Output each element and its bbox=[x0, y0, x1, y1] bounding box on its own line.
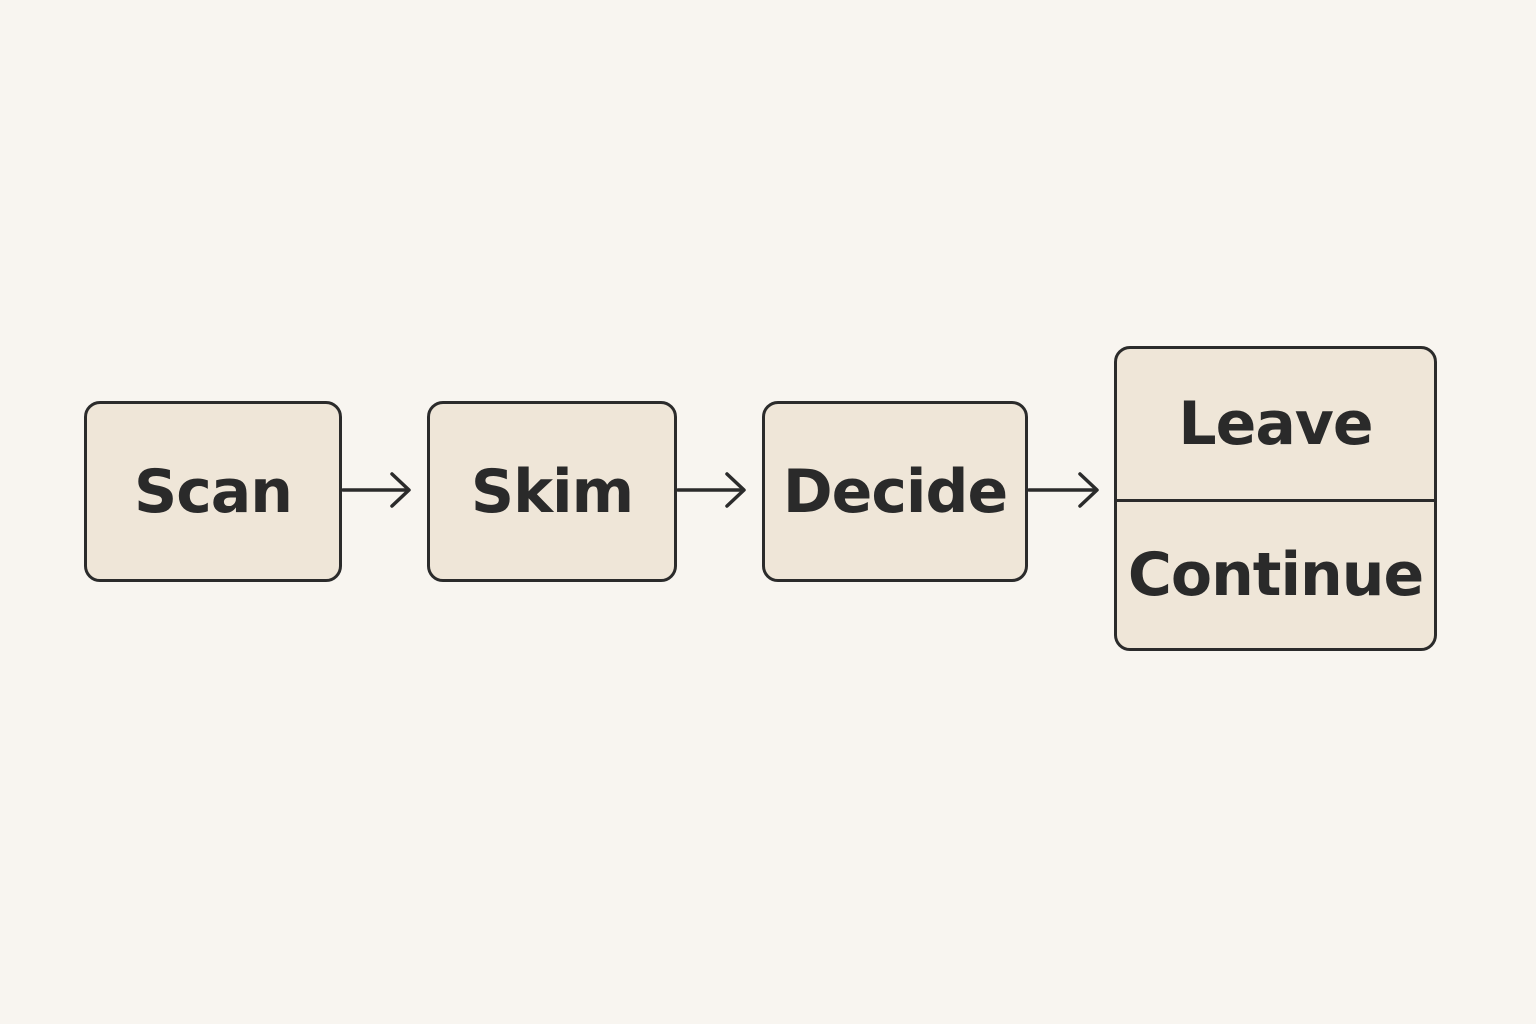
outcome-leave: Leave bbox=[1117, 349, 1434, 499]
step-skim-label: Skim bbox=[470, 456, 634, 527]
arrow-decide-to-outcome bbox=[1027, 472, 1099, 508]
step-scan-box: Scan bbox=[84, 401, 342, 582]
step-scan-label: Scan bbox=[134, 456, 293, 527]
outcome-continue: Continue bbox=[1117, 499, 1434, 648]
step-decide-box: Decide bbox=[762, 401, 1028, 582]
outcome-box: Leave Continue bbox=[1114, 346, 1437, 651]
outcome-continue-label: Continue bbox=[1127, 540, 1424, 610]
arrow-scan-to-skim bbox=[341, 472, 411, 508]
step-decide-label: Decide bbox=[782, 456, 1008, 527]
outcome-leave-label: Leave bbox=[1178, 389, 1373, 459]
step-skim-box: Skim bbox=[427, 401, 677, 582]
arrow-skim-to-decide bbox=[676, 472, 746, 508]
